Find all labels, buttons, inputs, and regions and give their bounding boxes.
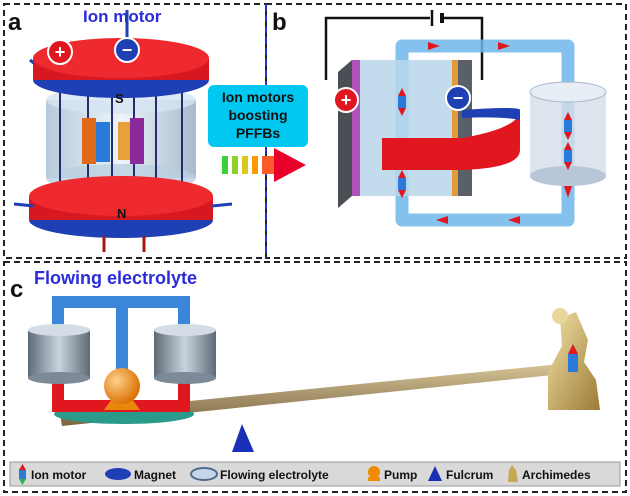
- archimedes-icon: [548, 308, 600, 410]
- minus-terminal-icon: −: [114, 37, 140, 63]
- plus-terminal-icon: +: [333, 87, 359, 113]
- archimedes-icon: [508, 465, 518, 482]
- svg-text:−: −: [453, 88, 464, 108]
- legend-item-archimedes: Archimedes: [508, 465, 591, 482]
- battery-icon: [430, 10, 444, 26]
- pump-icon: [368, 466, 380, 481]
- panel-b-letter: b: [272, 9, 287, 36]
- banner-line-1: Ion motors: [222, 89, 295, 105]
- panel-c-border: [3, 261, 627, 493]
- magnet-icon: [105, 468, 131, 480]
- svg-text:−: −: [122, 40, 133, 60]
- boost-arrow: Ion motors boosting PFFBs: [208, 85, 308, 182]
- panel-c-letter: c: [10, 276, 23, 303]
- svg-text:+: +: [55, 42, 66, 62]
- legend: Ion motor Magnet Flowing electrolyte Pum…: [9, 461, 621, 487]
- legend-label: Fulcrum: [446, 468, 493, 482]
- gradient-arrow-icon: [222, 148, 306, 182]
- panel-a-title: Ion motor: [83, 7, 162, 26]
- panel-a: a Ion motor S: [8, 7, 233, 252]
- wire: [13, 202, 35, 208]
- banner-line-2: boosting: [228, 107, 287, 123]
- legend-label: Archimedes: [522, 468, 591, 482]
- left-tank: [28, 324, 90, 384]
- legend-item-fulcrum: Fulcrum: [428, 466, 493, 482]
- minus-terminal-icon: −: [445, 85, 471, 111]
- bottom-magnet: N: [29, 176, 213, 238]
- legend-item-magnet: Magnet: [105, 468, 176, 482]
- electrolyte-tank: [529, 81, 607, 186]
- flowing-electrolyte-icon: [190, 467, 218, 481]
- pump-icon: [104, 368, 140, 410]
- panel-b: b: [272, 9, 607, 227]
- panel-a-border: [3, 3, 267, 259]
- legend-item-flowing-electrolyte: Flowing electrolyte: [190, 467, 329, 482]
- wire: [211, 202, 233, 208]
- ion-motor-icon: [398, 88, 406, 198]
- ion-motor-icon: [19, 464, 26, 485]
- circuit: [324, 16, 484, 80]
- panel-c-title: Flowing electrolyte: [34, 268, 197, 288]
- svg-text:+: +: [341, 90, 352, 110]
- pole-s-label: S: [115, 91, 124, 106]
- legend-label: Pump: [384, 468, 417, 482]
- plus-terminal-icon: +: [47, 39, 73, 65]
- fulcrum-icon: [232, 424, 254, 452]
- panel-c: c Flowing electrolyte: [10, 268, 600, 452]
- panel-a-letter: a: [8, 9, 22, 36]
- pole-n-label: N: [117, 206, 126, 221]
- legend-item-pump: Pump: [368, 466, 417, 482]
- legend-item-ion-motor: Ion motor: [19, 464, 87, 485]
- legend-label: Magnet: [134, 468, 176, 482]
- legend-label: Ion motor: [31, 468, 87, 482]
- banner-line-3: PFFBs: [236, 125, 281, 141]
- legend-label: Flowing electrolyte: [220, 468, 329, 482]
- right-tank: [154, 324, 216, 384]
- magnet-ribbon: [382, 108, 520, 170]
- electrode-plates: [82, 118, 144, 164]
- fulcrum-icon: [428, 466, 442, 481]
- lever-beam: [60, 362, 582, 426]
